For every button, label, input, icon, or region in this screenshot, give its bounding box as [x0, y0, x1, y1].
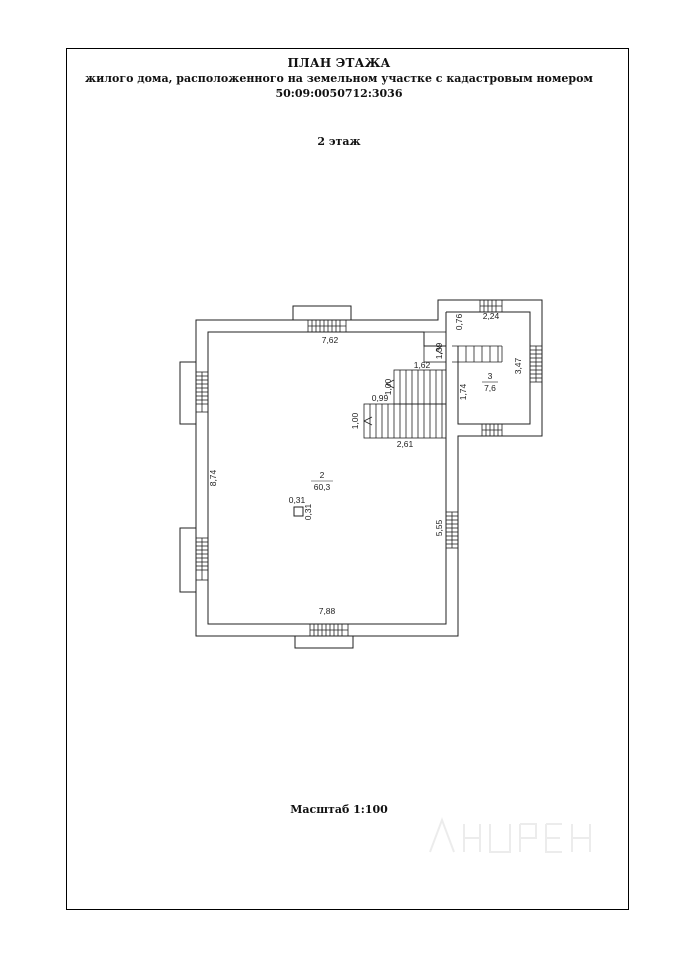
dim-stair-lower-width: 2,61 [397, 439, 414, 449]
room-2-number: 2 [320, 470, 325, 480]
window-annex-right [529, 345, 543, 383]
window-left-upper [179, 361, 197, 425]
dim-stair-mid-height: 1,00 [383, 378, 393, 395]
stairs-upper [423, 331, 503, 363]
stairs-middle [385, 369, 447, 405]
dim-annex-right: 3,47 [513, 357, 523, 374]
outer-wall-outline [195, 299, 543, 637]
window-annex-bottom [481, 423, 503, 437]
dim-top-wall: 7,62 [322, 335, 339, 345]
inner-wall-outline [207, 331, 447, 625]
dim-stair-mid-width: 1,62 [414, 360, 431, 370]
floor-label: 2 этаж [317, 135, 361, 148]
dim-annex-top: 2,24 [483, 311, 500, 321]
dim-annex-top-gap: 0,76 [454, 313, 464, 330]
plan-title: ПЛАН ЭТАЖА [287, 56, 391, 70]
scale-label: Масштаб 1:100 [290, 803, 388, 816]
dim-bottom-wall: 7,88 [319, 606, 336, 616]
dim-stair-lower-height: 1,00 [350, 412, 360, 429]
column [293, 506, 304, 517]
window-top [292, 305, 352, 321]
plan-subtitle: жилого дома, расположенного на земельном… [85, 72, 593, 85]
room-3-area: 7,6 [484, 383, 496, 393]
dim-left-wall: 8,74 [208, 469, 218, 486]
dim-stair-upper: 1,39 [434, 342, 444, 359]
window-left-lower [179, 527, 197, 593]
dim-stair-landing: 0,99 [372, 393, 389, 403]
dim-column-width: 0,31 [289, 495, 306, 505]
dim-column-depth: 0,31 [303, 503, 313, 520]
cadastral-number: 50:09:0050712:3036 [275, 87, 403, 100]
watermark-logo [429, 817, 591, 853]
stairs-lower [363, 403, 447, 439]
drawing-frame [66, 48, 629, 910]
window-right [445, 511, 459, 549]
room-2-area: 60,3 [314, 482, 331, 492]
window-bottom [294, 635, 354, 649]
dim-right-wall: 5,55 [434, 519, 444, 536]
window-annex-top [479, 299, 503, 313]
dim-annex-inner-left: 1,74 [458, 383, 468, 400]
room-3-number: 3 [488, 371, 493, 381]
